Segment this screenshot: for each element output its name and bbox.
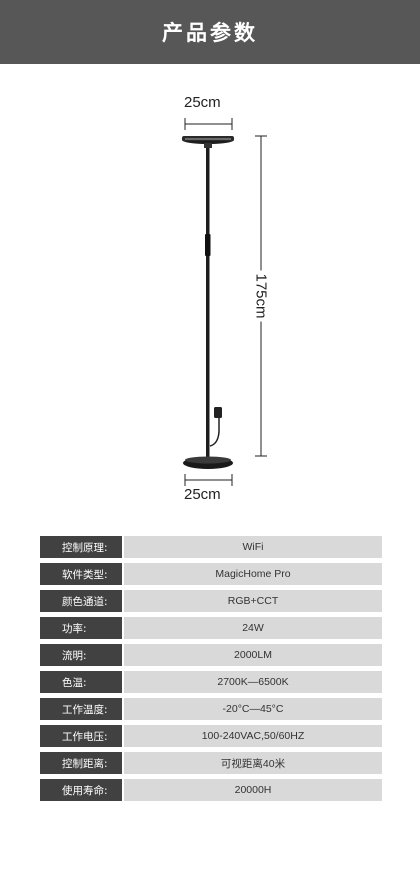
spec-table: 控制原理: WiFi 软件类型: MagicHome Pro 颜色通道: RGB… bbox=[40, 536, 382, 806]
spec-label: 色温: bbox=[40, 671, 122, 693]
base-width-label: 25cm bbox=[184, 486, 221, 503]
spec-row-working-voltage: 工作电压: 100-240VAC,50/60HZ bbox=[40, 725, 382, 747]
spec-label: 控制原理: bbox=[40, 536, 122, 558]
spec-label: 颜色通道: bbox=[40, 590, 122, 612]
spec-value: 100-240VAC,50/60HZ bbox=[124, 725, 382, 747]
spec-row-control-distance: 控制距离: 可视距离40米 bbox=[40, 752, 382, 774]
lamp-pole bbox=[205, 148, 211, 448]
spec-row-service-life: 使用寿命: 20000H bbox=[40, 779, 382, 801]
top-width-label: 25cm bbox=[184, 94, 221, 111]
lamp-head bbox=[182, 136, 234, 148]
spec-value: 24W bbox=[124, 617, 382, 639]
spec-value: WiFi bbox=[124, 536, 382, 558]
page-title: 产品参数 bbox=[162, 21, 258, 45]
spec-value: MagicHome Pro bbox=[124, 563, 382, 585]
spec-label: 使用寿命: bbox=[40, 779, 122, 801]
spec-value: 2700K—6500K bbox=[124, 671, 382, 693]
spec-value: RGB+CCT bbox=[124, 590, 382, 612]
spec-label: 软件类型: bbox=[40, 563, 122, 585]
floor-lamp-illustration bbox=[182, 118, 267, 486]
spec-row-lumen: 流明: 2000LM bbox=[40, 644, 382, 666]
top-width-dimension-line bbox=[184, 118, 233, 130]
spec-label: 控制距离: bbox=[40, 752, 122, 774]
spec-row-software-type: 软件类型: MagicHome Pro bbox=[40, 563, 382, 585]
spec-label: 流明: bbox=[40, 644, 122, 666]
lamp-power-cable bbox=[209, 407, 222, 447]
spec-row-power: 功率: 24W bbox=[40, 617, 382, 639]
spec-value: 2000LM bbox=[124, 644, 382, 666]
base-width-dimension-line bbox=[184, 474, 233, 486]
spec-value: 可视距离40米 bbox=[124, 752, 382, 774]
lamp-base bbox=[183, 448, 233, 469]
spec-label: 工作温度: bbox=[40, 698, 122, 720]
page-header: 产品参数 bbox=[0, 0, 420, 64]
height-label: 175cm bbox=[252, 270, 270, 322]
spec-row-control-principle: 控制原理: WiFi bbox=[40, 536, 382, 558]
spec-label: 工作电压: bbox=[40, 725, 122, 747]
spec-value: 20000H bbox=[124, 779, 382, 801]
spec-row-working-temperature: 工作温度: -20°C—45°C bbox=[40, 698, 382, 720]
spec-value: -20°C—45°C bbox=[124, 698, 382, 720]
spec-row-color-temperature: 色温: 2700K—6500K bbox=[40, 671, 382, 693]
lamp-dimension-diagram: 25cm 175cm 25cm bbox=[0, 64, 420, 534]
spec-label: 功率: bbox=[40, 617, 122, 639]
spec-row-color-channel: 颜色通道: RGB+CCT bbox=[40, 590, 382, 612]
